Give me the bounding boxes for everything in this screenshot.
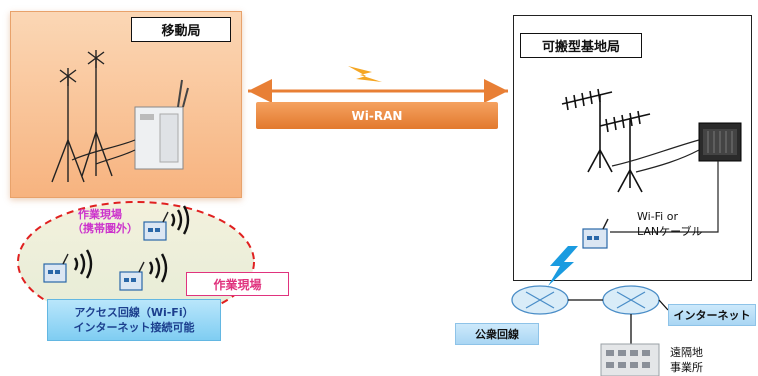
antenna-tripod-icon: [51, 50, 113, 183]
wifi-access-point-icon: [143, 211, 169, 241]
remote-office-label: 遠隔地 事業所: [670, 345, 703, 375]
wifi-waves-icon: [73, 205, 190, 283]
access-line-text-2: インターネット接続可能: [73, 321, 195, 334]
office-building-icon: [600, 343, 660, 376]
access-line-text-1: アクセス回線（Wi-Fi）: [74, 306, 194, 319]
lightning-icon: [348, 66, 382, 82]
router-icon: [511, 285, 569, 315]
router-icon: [602, 285, 660, 315]
wiran-label: Wi-RAN: [256, 102, 498, 129]
wifi-access-point-icon: [119, 261, 145, 291]
radio-unit-icon: [71, 79, 189, 170]
base-connection-line-1: Wi-Fi or: [637, 210, 678, 223]
wifi-access-point-icon: [582, 218, 609, 249]
yagi-antenna-tripod-icon: [561, 88, 651, 193]
router-link: [658, 299, 669, 311]
mobile-station-panel: [10, 11, 242, 198]
base-connection-line-2: LANケーブル: [637, 225, 703, 238]
access-line-box: アクセス回線（Wi-Fi） インターネット接続可能: [47, 299, 221, 341]
base-connection-label: Wi-Fi or LANケーブル: [637, 209, 702, 239]
public-line-label: 公衆回線: [455, 323, 539, 345]
base-station-title: 可搬型基地局: [520, 33, 642, 58]
wireless-lightning-icon: [548, 246, 578, 286]
remote-office-line-1: 遠隔地: [670, 346, 703, 359]
work-site-box-label: 作業現場: [186, 272, 289, 296]
remote-office-line-2: 事業所: [670, 361, 703, 374]
mobile-station-title: 移動局: [131, 17, 231, 42]
base-station-unit-icon: [610, 122, 742, 233]
work-site-label: 作業現場: [78, 208, 122, 221]
wifi-access-point-icon: [43, 253, 69, 283]
work-site-sublabel: （携帯圏外）: [72, 222, 138, 235]
internet-label: インターネット: [668, 304, 756, 326]
